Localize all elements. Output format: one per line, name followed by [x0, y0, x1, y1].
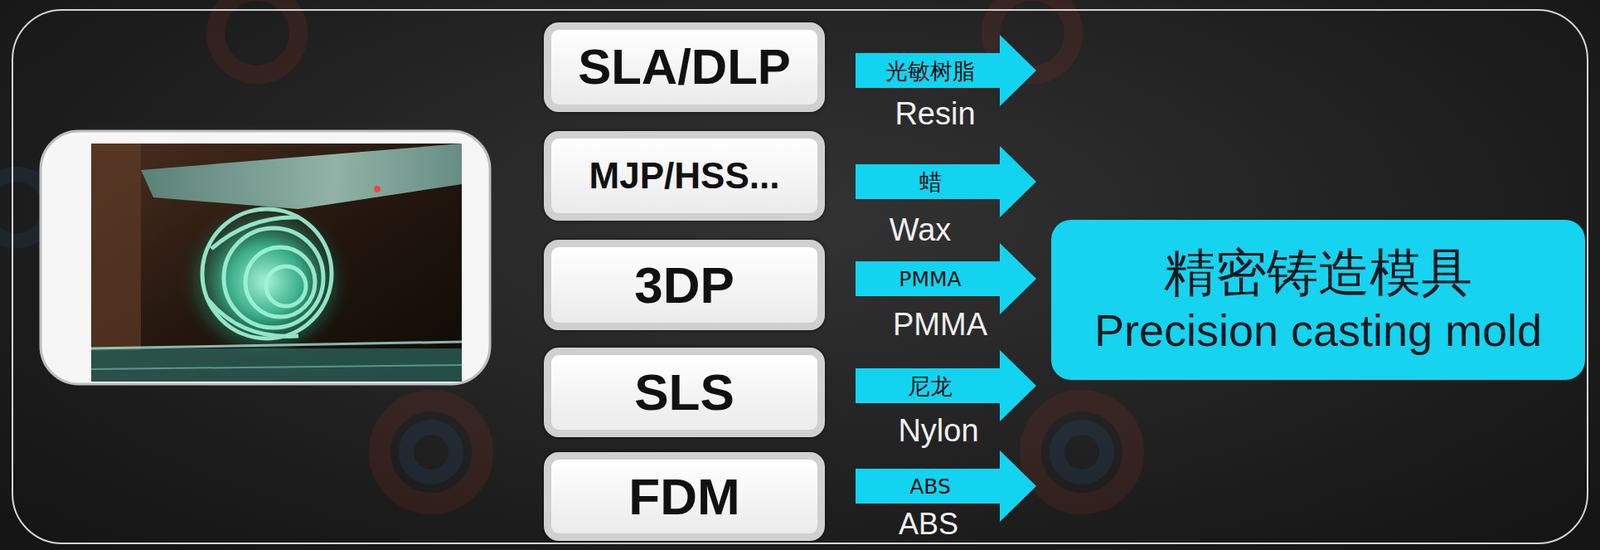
target-box: 精密铸造模具Precision casting mold — [1051, 219, 1586, 380]
target-title-en: Precision casting mold — [1094, 305, 1542, 355]
lattice-arc — [207, 298, 299, 336]
material-arrow: 蜡Wax — [853, 145, 1038, 218]
photo-wall — [91, 143, 141, 351]
process-box: SLS — [543, 347, 825, 437]
process-label: FDM — [628, 470, 740, 523]
lattice-ring — [202, 208, 332, 339]
process-box: FDM — [543, 451, 825, 541]
watermark-logo — [215, 0, 299, 75]
lattice-ring — [223, 227, 324, 328]
lattice-ring — [245, 247, 316, 317]
process-label: 3DP — [634, 259, 735, 311]
watermark-logos — [0, 0, 1134, 504]
process-box: SLA/DLP — [543, 22, 825, 112]
material-name-zh: 蜡 — [919, 170, 942, 194]
material-name-zh: ABS — [909, 475, 951, 497]
material-name-en: PMMA — [892, 308, 988, 340]
lattice-ring — [266, 266, 306, 306]
arrow-body — [855, 34, 1037, 107]
arrow-body — [855, 145, 1037, 218]
arrow-shape — [853, 145, 1038, 218]
process-label: MJP/HSS... — [589, 157, 781, 194]
material-name-en: ABS — [898, 509, 959, 539]
laser-dot — [373, 185, 381, 193]
material-name-zh: 光敏树脂 — [885, 59, 975, 83]
tray-edge — [91, 341, 462, 349]
tray-edge — [91, 364, 462, 369]
printer-photo — [91, 143, 462, 382]
material-arrow: 光敏树脂Resin — [853, 34, 1038, 107]
build-plate — [140, 143, 462, 209]
photo-ground — [91, 143, 462, 382]
material-name-en: Wax — [889, 213, 952, 246]
watermark-logo — [379, 400, 483, 504]
watermark-logo — [1030, 400, 1134, 504]
process-label: SLS — [634, 366, 735, 418]
material-name-en: Nylon — [897, 414, 979, 447]
photo-frame — [40, 130, 490, 384]
arrow-body — [855, 349, 1037, 422]
outer-frame — [12, 9, 1588, 544]
material-name-zh: 尼龙 — [907, 374, 953, 398]
lattice-sphere — [202, 208, 332, 339]
material-name-zh: PMMA — [898, 268, 961, 290]
process-label: SLA/DLP — [577, 42, 791, 93]
watermark-logo — [406, 426, 456, 477]
process-box: 3DP — [543, 239, 825, 330]
lattice-arc — [211, 217, 299, 249]
material-arrow: PMMAPMMA — [853, 242, 1038, 315]
resin-glow — [182, 194, 349, 353]
watermark-logo — [1056, 426, 1107, 477]
resin-tray — [91, 348, 462, 382]
process-box: MJP/HSS... — [543, 130, 825, 221]
target-title-zh: 精密铸造模具 — [1163, 244, 1473, 301]
material-name-en: Resin — [894, 97, 975, 130]
arrow-body — [855, 242, 1037, 315]
material-arrow: ABSABS — [853, 450, 1038, 522]
material-arrow: 尼龙Nylon — [853, 349, 1038, 422]
